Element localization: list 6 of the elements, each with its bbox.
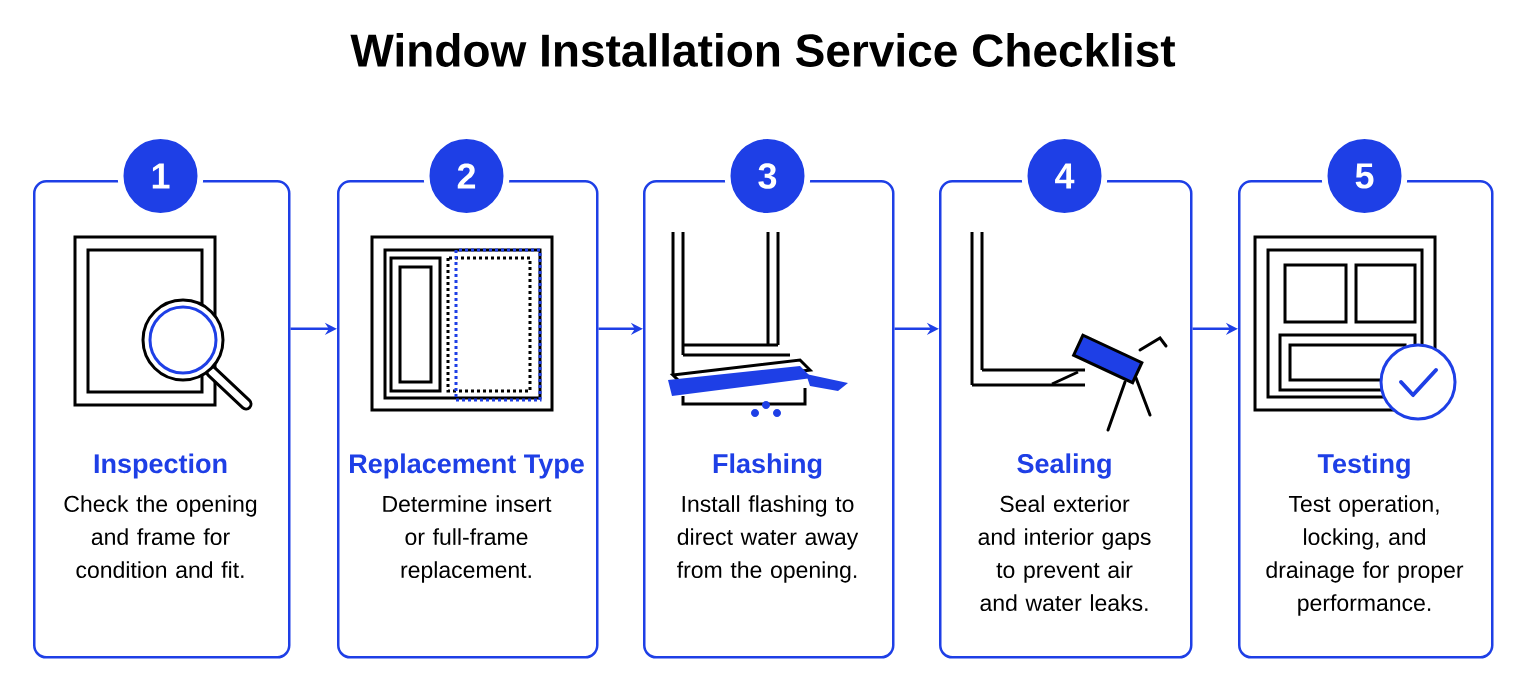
title: Window Installation Service Checklist [350, 33, 1176, 67]
step-card: 1 Inspection Check the opening and frame for condition and fit. [33, 133, 291, 659]
step-card: 3 Flashing Install flashing to direct water away from the opening. [643, 133, 895, 659]
step-card: 5 Testing Test operation, locking, and drainage for proper performance. [1238, 133, 1494, 659]
step-card: 4 Sealing Seal exterior and interior gaps to prevent air and water leaks. [939, 133, 1193, 659]
step-card: 2 Replacement Type Determine insert or full-frame replacement. [337, 133, 599, 659]
